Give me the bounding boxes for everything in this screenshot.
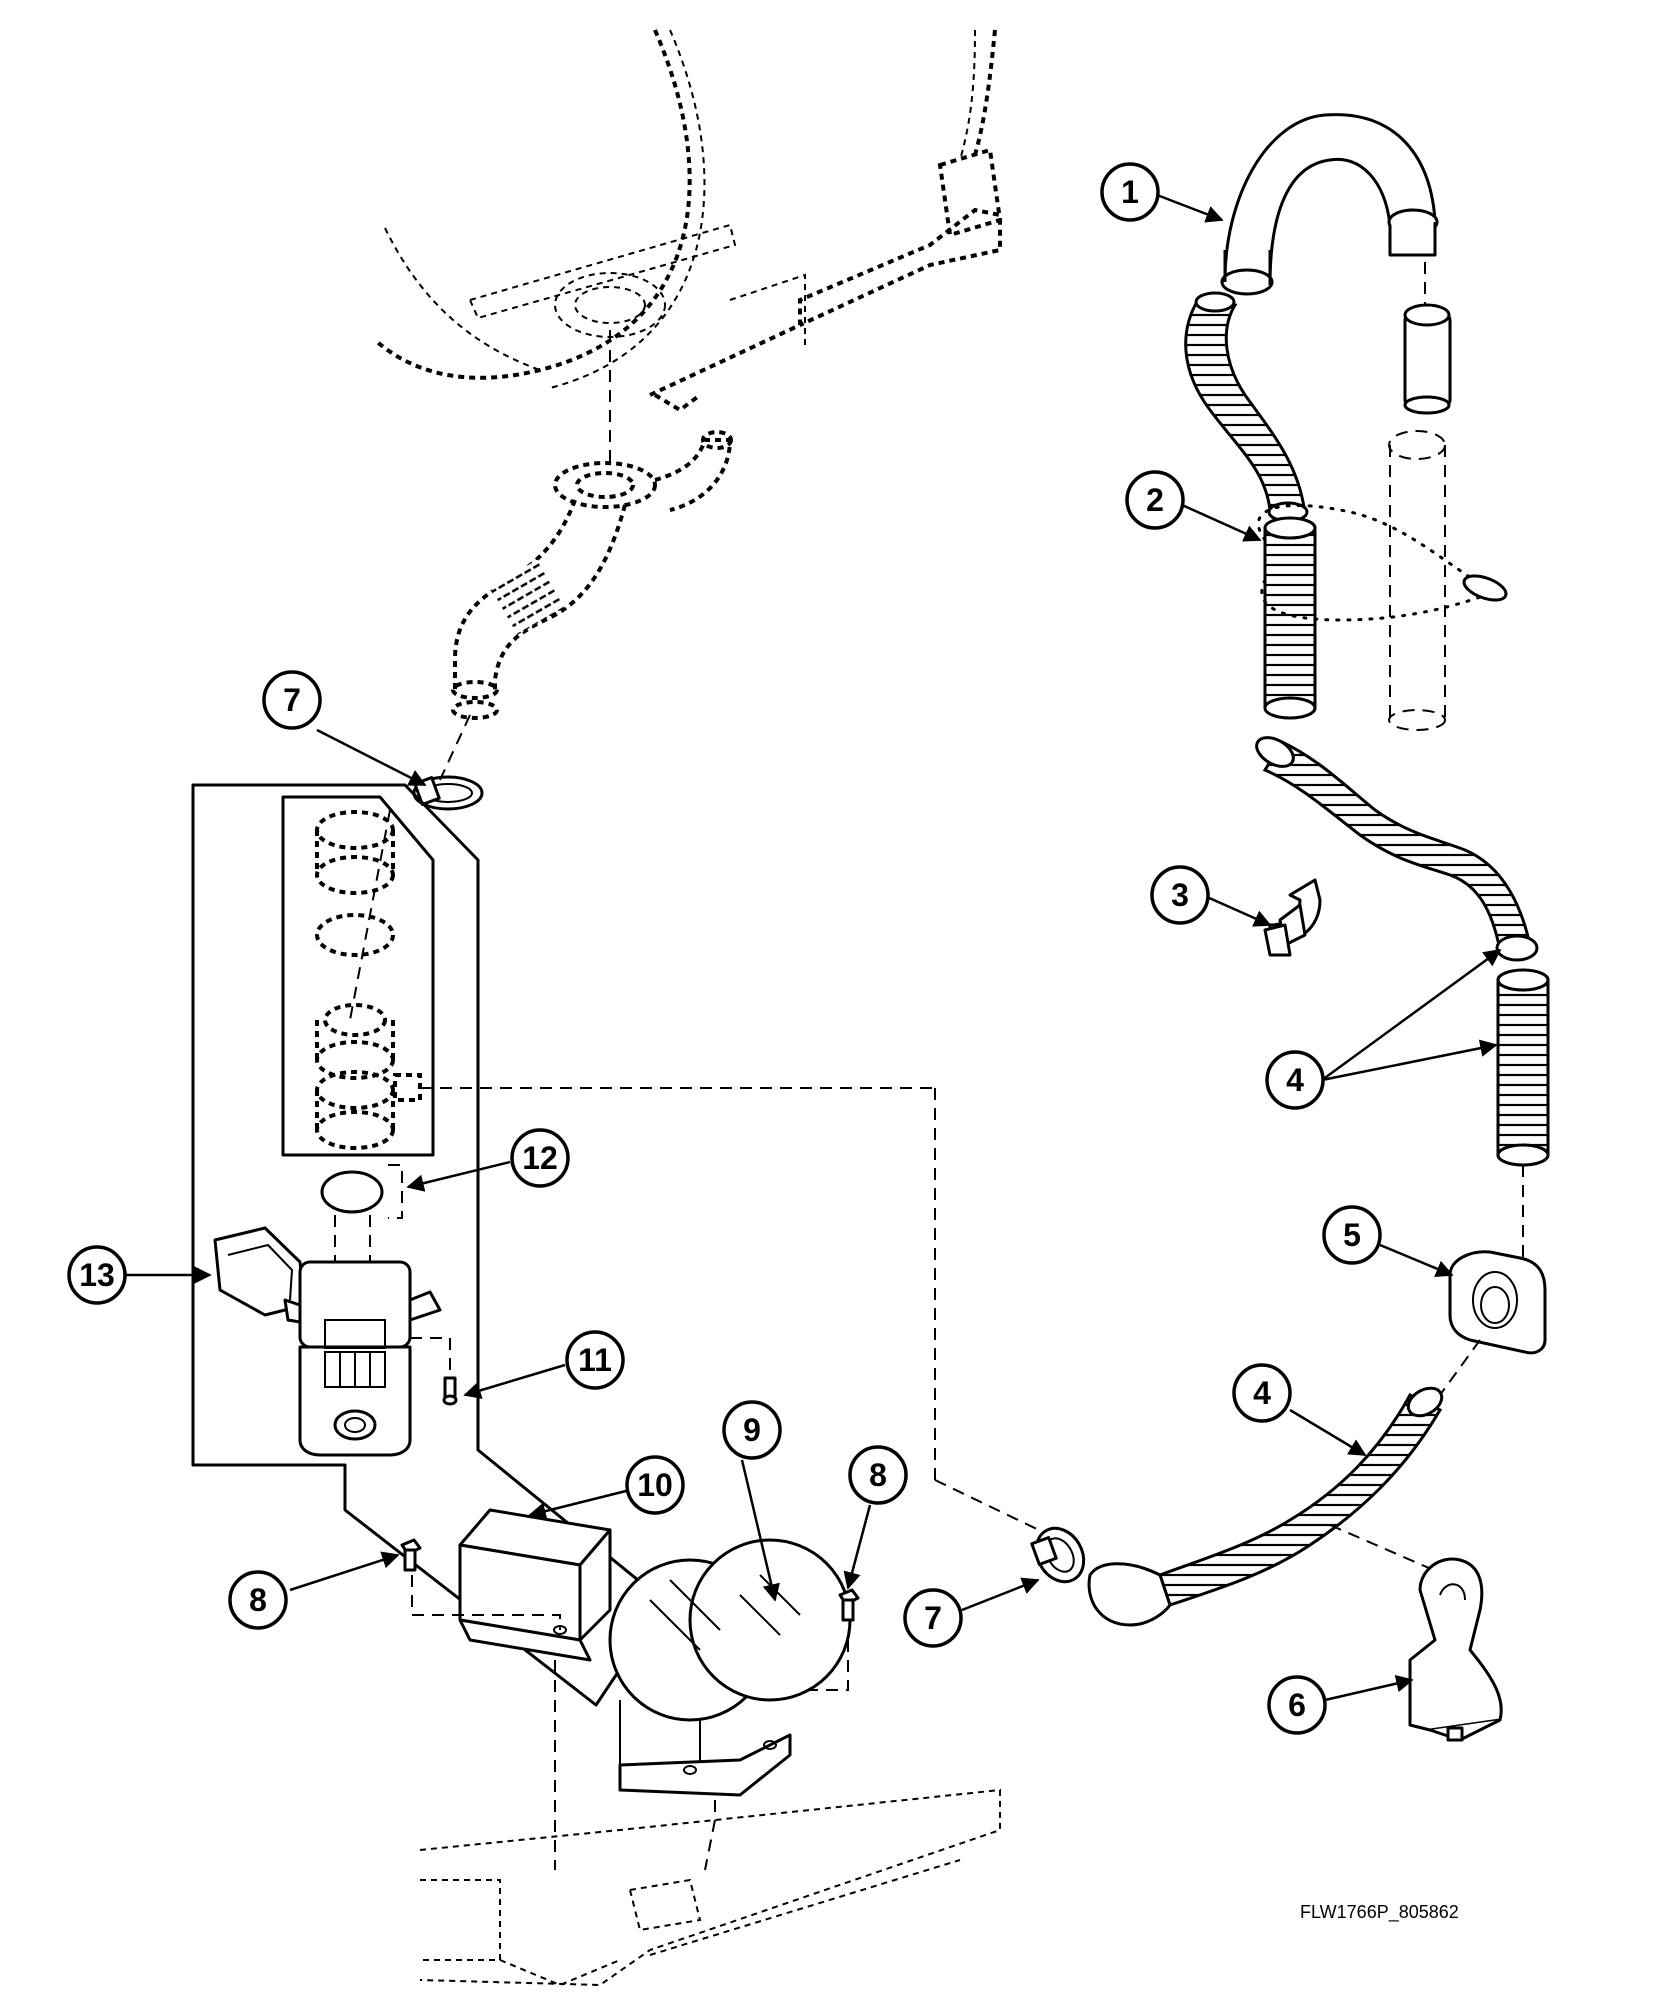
bead-chain	[1257, 503, 1502, 622]
leader-lines	[125, 193, 1502, 1702]
svg-text:11: 11	[578, 1342, 612, 1378]
svg-text:13: 13	[79, 1257, 115, 1293]
callout-3: 3	[1150, 865, 1210, 925]
o-ring	[320, 1170, 384, 1214]
svg-text:6: 6	[1288, 1687, 1306, 1723]
svg-text:9: 9	[743, 1412, 761, 1448]
callout-7-lower: 7	[903, 1588, 963, 1648]
svg-text:4: 4	[1286, 1062, 1304, 1098]
callout-7-upper: 7	[262, 670, 322, 730]
hose-holder	[1408, 1557, 1503, 1742]
drain-pump	[213, 1226, 442, 1457]
svg-text:7: 7	[283, 682, 301, 718]
lower-drain-hose	[1158, 1393, 1443, 1607]
svg-text:8: 8	[869, 1457, 887, 1493]
svg-text:4: 4	[1253, 1375, 1271, 1411]
tub-reference	[373, 29, 1003, 413]
svg-text:1: 1	[1121, 174, 1139, 210]
callout-4-upper: 4	[1265, 1050, 1325, 1110]
hose-retainer-strap	[608, 1538, 852, 1797]
svg-text:3: 3	[1171, 877, 1189, 913]
hose-clip	[1263, 878, 1322, 957]
svg-text:2: 2	[1146, 482, 1164, 518]
ghost-tube	[1388, 430, 1446, 731]
upper-drain-hose	[451, 330, 733, 720]
callout-2: 2	[1125, 470, 1185, 530]
callout-12: 12	[510, 1128, 570, 1188]
callout-11: 11	[565, 1330, 625, 1390]
svg-text:7: 7	[924, 1600, 942, 1636]
svg-text:5: 5	[1343, 1217, 1361, 1253]
callout-8-right: 8	[848, 1445, 908, 1505]
straight-hose-segment	[1496, 978, 1550, 1157]
figure-code: FLW1766P_805862	[1300, 1902, 1459, 1922]
callout-5: 5	[1322, 1205, 1382, 1265]
hose-bushing	[1448, 1250, 1547, 1355]
callout-8-left: 8	[228, 1570, 288, 1630]
callout-4-lower: 4	[1232, 1363, 1292, 1423]
screw-left	[400, 1538, 422, 1572]
callout-13: 13	[67, 1245, 127, 1305]
hose-guide	[1220, 113, 1439, 296]
svg-text:10: 10	[637, 1467, 673, 1503]
callout-10: 10	[625, 1455, 685, 1515]
callout-1: 1	[1100, 162, 1160, 222]
pump-screw	[442, 1376, 458, 1406]
hose-clamp-upper	[412, 775, 484, 811]
svg-text:8: 8	[249, 1582, 267, 1618]
mid-hose-segment	[1263, 526, 1317, 710]
screw-right	[838, 1588, 860, 1622]
base-reference	[419, 1788, 1001, 1987]
upper-hose-segment	[1184, 298, 1307, 517]
hose-clamp-lower	[1030, 1526, 1086, 1584]
pump-inset-boundary	[281, 795, 435, 1157]
hose-end-stub	[1403, 303, 1452, 415]
callout-9: 9	[722, 1400, 782, 1460]
pump-fittings	[315, 809, 1071, 1546]
pump-bracket	[458, 1508, 612, 1662]
svg-text:12: 12	[522, 1140, 558, 1176]
callout-6: 6	[1267, 1675, 1327, 1735]
